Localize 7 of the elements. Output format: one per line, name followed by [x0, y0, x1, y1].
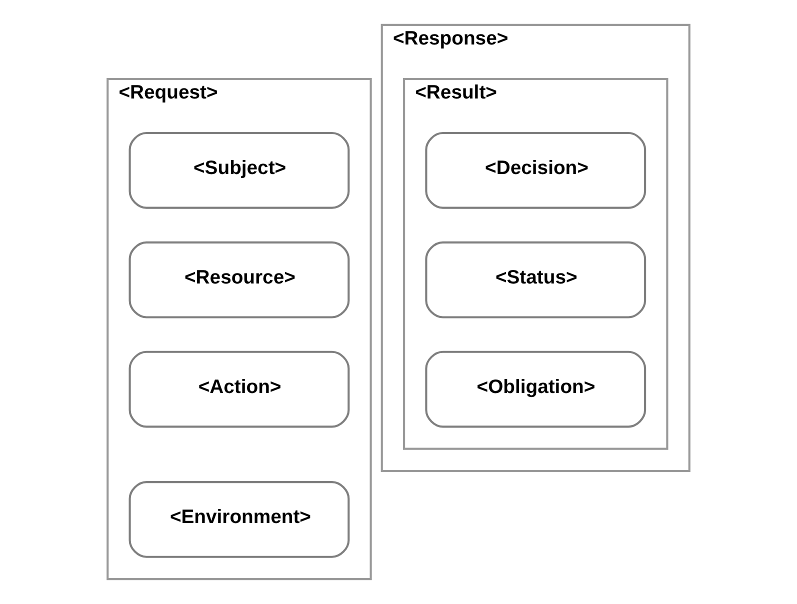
- node-box: <Subject>: [128, 132, 350, 209]
- node-box: <Action>: [128, 350, 350, 428]
- node-box: <Status>: [425, 241, 646, 318]
- node-box: <Resource>: [128, 241, 350, 318]
- node-box: <Decision>: [425, 132, 646, 209]
- node-box: <Obligation>: [425, 350, 646, 428]
- node-box: <Environment>: [128, 481, 350, 558]
